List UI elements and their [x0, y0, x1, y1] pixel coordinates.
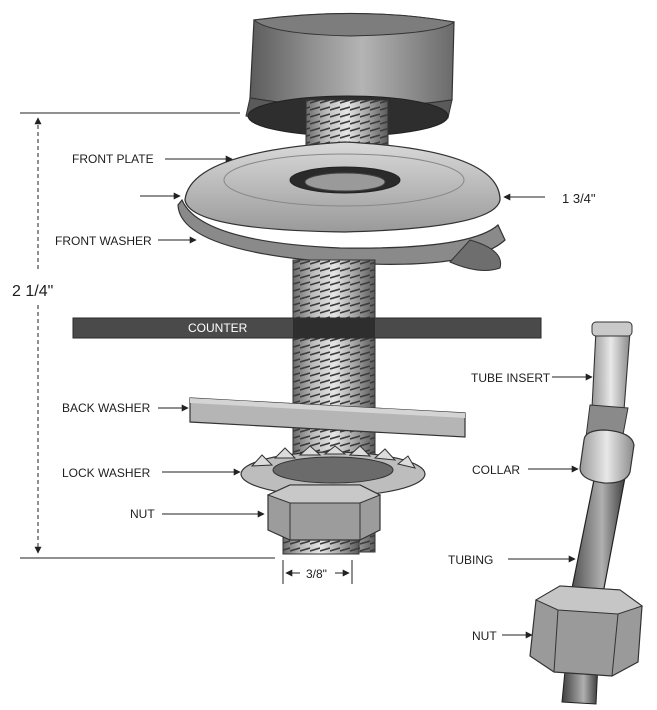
plate-width-dimension: 1 3/4": [140, 191, 596, 206]
front-washer-label: FRONT WASHER: [55, 234, 152, 248]
tubing-label: TUBING: [448, 553, 493, 567]
back-washer-label: BACK WASHER: [62, 401, 151, 415]
collar: [579, 429, 635, 484]
lock-washer: [240, 445, 426, 497]
front-washer: [177, 198, 506, 265]
callouts: FRONT PLATE FRONT WASHER BACK WASHER LOC…: [55, 152, 593, 643]
left-nut: [266, 484, 382, 555]
front-plate: [184, 141, 501, 233]
right-nut-label: NUT: [472, 629, 497, 643]
plate-width-label: 1 3/4": [562, 191, 596, 206]
faucet-assembly: COUNTER: [72, 12, 542, 555]
right-nut: [529, 585, 644, 705]
counter: COUNTER: [72, 317, 542, 339]
thread-diameter-dimension: 3/8": [282, 560, 353, 584]
back-washer: [189, 397, 466, 438]
tube-insert: [591, 321, 633, 411]
collar-label: COLLAR: [472, 463, 520, 477]
tube-insert-label: TUBE INSERT: [471, 371, 551, 385]
tube-assembly: [529, 321, 644, 705]
front-plate-label: FRONT PLATE: [72, 152, 154, 166]
counter-label: COUNTER: [188, 321, 248, 335]
thread-diameter-label: 3/8": [306, 567, 327, 581]
height-dimension-label: 2 1/4": [12, 283, 53, 300]
lock-washer-label: LOCK WASHER: [62, 466, 151, 480]
height-dimension: 2 1/4": [12, 112, 275, 559]
left-nut-label: NUT: [130, 507, 155, 521]
